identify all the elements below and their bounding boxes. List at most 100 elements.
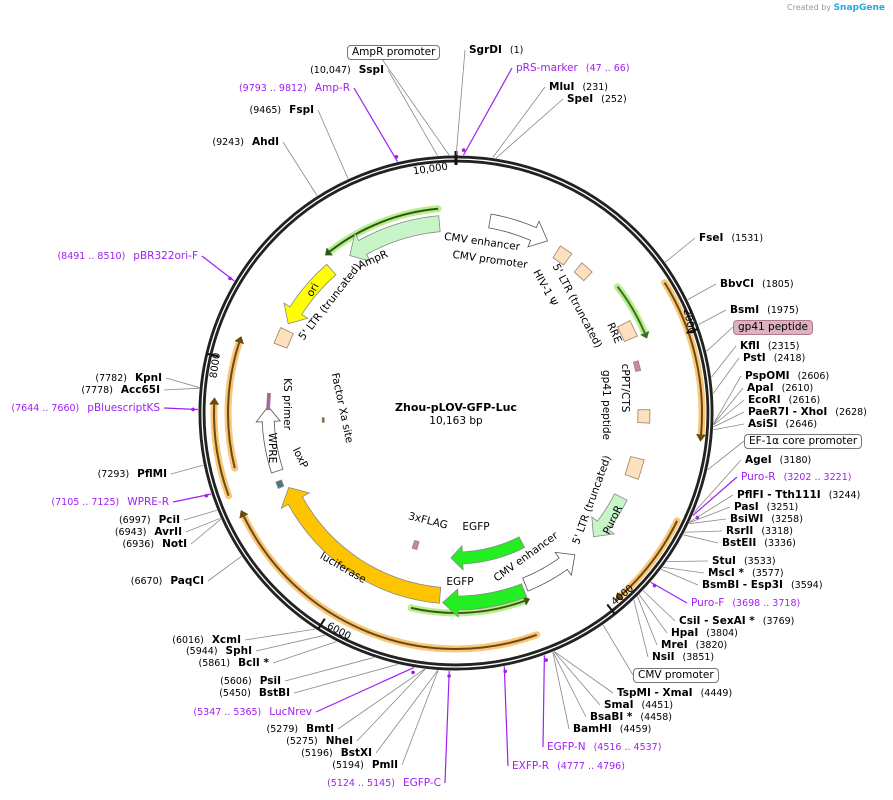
- enzyme-site-label[interactable]: CsiI - SexAI *(3769): [679, 615, 802, 628]
- enzyme-site-label[interactable]: HpaI(3804): [671, 627, 746, 640]
- feature-box[interactable]: AmpR promoter: [347, 45, 441, 60]
- primer-label[interactable]: (5347 .. 5365)LucNrev: [185, 706, 312, 719]
- site-leader-line: [638, 594, 668, 634]
- enzyme-site-label[interactable]: (10,047)SspI: [302, 64, 384, 77]
- primer-label[interactable]: EGFP-N(4516 .. 4537): [547, 741, 669, 754]
- enzyme-site-label[interactable]: PflFI - Tth111I(3244): [737, 489, 868, 502]
- primer-label[interactable]: (8491 .. 8510)pBR322ori-F: [49, 250, 198, 263]
- enzyme-site-label[interactable]: MscI *(3577): [708, 567, 792, 580]
- enzyme-site-label[interactable]: (9243)AhdI: [204, 136, 279, 149]
- primer-label[interactable]: (9793 .. 9812)Amp-R: [231, 82, 350, 95]
- enzyme-site-label[interactable]: (5194)PmlI: [324, 759, 398, 772]
- site-name: Puro-F: [691, 597, 725, 609]
- enzyme-site-label[interactable]: BamHI(4459): [573, 723, 659, 736]
- site-position: (4777 .. 4796): [557, 761, 625, 772]
- site-name: ApaI: [747, 382, 774, 394]
- site-position: (9793 .. 9812): [238, 83, 307, 94]
- site-leader-line: [602, 624, 634, 676]
- enzyme-site-label[interactable]: (5450)BstBI: [211, 687, 290, 700]
- enzyme-site-label[interactable]: (6670)PaqCI: [123, 575, 204, 588]
- enzyme-site-label[interactable]: RsrII(3318): [726, 525, 801, 538]
- enzyme-site-label[interactable]: StuI(3533): [712, 555, 784, 568]
- enzyme-site-label[interactable]: (5861)BclI *: [191, 657, 269, 670]
- primer-label[interactable]: Puro-R(3202 .. 3221): [741, 471, 859, 484]
- site-position: (10,047): [310, 65, 351, 76]
- enzyme-site-label[interactable]: (6943)AvrII: [107, 526, 182, 539]
- orf-arc: [227, 342, 241, 469]
- primer-label[interactable]: (5124 .. 5145)EGFP-C: [319, 777, 441, 790]
- site-position: (3251): [766, 502, 799, 513]
- enzyme-site-label[interactable]: (5275)NheI: [278, 735, 353, 748]
- enzyme-site-label[interactable]: BsmI(1975): [730, 304, 807, 317]
- enzyme-site-label[interactable]: (5196)BstXI: [293, 747, 372, 760]
- feature-18: [273, 326, 294, 349]
- enzyme-site-label[interactable]: (6936)NotI: [114, 538, 187, 551]
- primer-leader-line: [503, 666, 509, 767]
- primer-leader-line: [201, 255, 235, 282]
- site-leader-line: [713, 423, 745, 431]
- primer-label[interactable]: (7105 .. 7125)WPRE-R: [43, 496, 169, 509]
- site-leader-line: [492, 86, 546, 158]
- enzyme-site-label[interactable]: PaeR7I - XhoI(2628): [748, 406, 875, 419]
- enzyme-site-label[interactable]: KflI(2315): [740, 340, 807, 353]
- primer-label[interactable]: EXFP-R(4777 .. 4796): [512, 760, 633, 773]
- enzyme-site-label[interactable]: SgrDI(1): [469, 44, 531, 57]
- feature-label[interactable]: EGFP: [462, 521, 490, 533]
- enzyme-site-label[interactable]: BstEII(3336): [722, 537, 804, 550]
- enzyme-site-label[interactable]: NsiI(3851): [652, 651, 722, 664]
- primer-label[interactable]: (7644 .. 7660)pBluescriptKS: [3, 402, 160, 415]
- enzyme-site-label[interactable]: (5279)BmtI: [259, 723, 334, 736]
- enzyme-site-label[interactable]: AgeI(3180): [745, 454, 819, 467]
- site-position: (3769): [762, 616, 795, 627]
- enzyme-site-label[interactable]: (7782)KpnI: [87, 372, 162, 385]
- enzyme-site-label[interactable]: ApaI(2610): [747, 382, 821, 395]
- enzyme-site-label[interactable]: SpeI(252): [567, 93, 635, 106]
- enzyme-site-label[interactable]: MluI(231): [549, 81, 616, 94]
- site-leader-line: [553, 651, 601, 706]
- enzyme-site-label[interactable]: MreI(3820): [661, 639, 735, 652]
- site-name: EGFP-C: [402, 777, 441, 789]
- enzyme-site-label[interactable]: BbvCI(1805): [720, 278, 802, 291]
- enzyme-site-label[interactable]: PasI(3251): [734, 501, 806, 514]
- site-leader-line: [711, 345, 737, 378]
- site-leader-line: [633, 599, 649, 658]
- enzyme-site-label[interactable]: (7293)PflMI: [90, 468, 167, 481]
- feature-19: [283, 263, 337, 325]
- orf-arc: [619, 520, 679, 597]
- site-name: PmlI: [371, 759, 398, 771]
- feature-label[interactable]: KS primer: [281, 378, 293, 430]
- feature-label[interactable]: gp41 peptide: [600, 370, 612, 440]
- enzyme-site-label[interactable]: BsmBI - Esp3I(3594): [702, 579, 831, 592]
- feature-label[interactable]: WPRE: [266, 432, 278, 464]
- feature-label[interactable]: EGFP: [446, 576, 474, 588]
- site-position: (3820): [695, 640, 728, 651]
- enzyme-site-label[interactable]: (7778)Acc65I: [73, 384, 160, 397]
- enzyme-site-label[interactable]: (5944)SphI: [178, 645, 252, 658]
- enzyme-site-label[interactable]: (5606)PsiI: [212, 675, 281, 688]
- enzyme-site-label[interactable]: PspOMI(2606): [745, 370, 837, 383]
- enzyme-site-label[interactable]: BsiWI(3258): [730, 513, 811, 526]
- plasmid-length: 10,163 bp: [429, 415, 483, 427]
- enzyme-site-label[interactable]: (9465)FspI: [242, 104, 314, 117]
- site-leader-line: [207, 555, 242, 582]
- enzyme-site-label[interactable]: (6016)XcmI: [164, 634, 241, 647]
- feature-box[interactable]: gp41 peptide: [733, 320, 813, 335]
- enzyme-site-label[interactable]: BsaBI *(4458): [590, 711, 680, 724]
- site-name: BmtI: [306, 723, 334, 735]
- site-leader-line: [552, 652, 570, 730]
- enzyme-site-label[interactable]: AsiSI(2646): [748, 418, 825, 431]
- enzyme-site-label[interactable]: (6997)PciI: [111, 514, 180, 527]
- feature-label[interactable]: cPPT/CTS: [619, 363, 631, 413]
- site-position: (5861): [198, 658, 231, 669]
- enzyme-site-label[interactable]: EcoRI(2616): [748, 394, 828, 407]
- enzyme-site-label[interactable]: PstI(2418): [743, 352, 813, 365]
- primer-label[interactable]: Puro-F(3698 .. 3718): [691, 597, 808, 610]
- site-leader-line: [163, 387, 200, 391]
- primer-mark: [228, 276, 232, 281]
- enzyme-site-label[interactable]: FseI(1531): [699, 232, 771, 245]
- enzyme-site-label[interactable]: TspMI - XmaI(4449): [617, 687, 740, 700]
- enzyme-site-label[interactable]: SmaI(4451): [604, 699, 681, 712]
- feature-box[interactable]: CMV promoter: [633, 668, 719, 683]
- feature-box[interactable]: EF-1α core promoter: [744, 434, 863, 449]
- primer-label[interactable]: pRS-marker(47 .. 66): [516, 62, 638, 75]
